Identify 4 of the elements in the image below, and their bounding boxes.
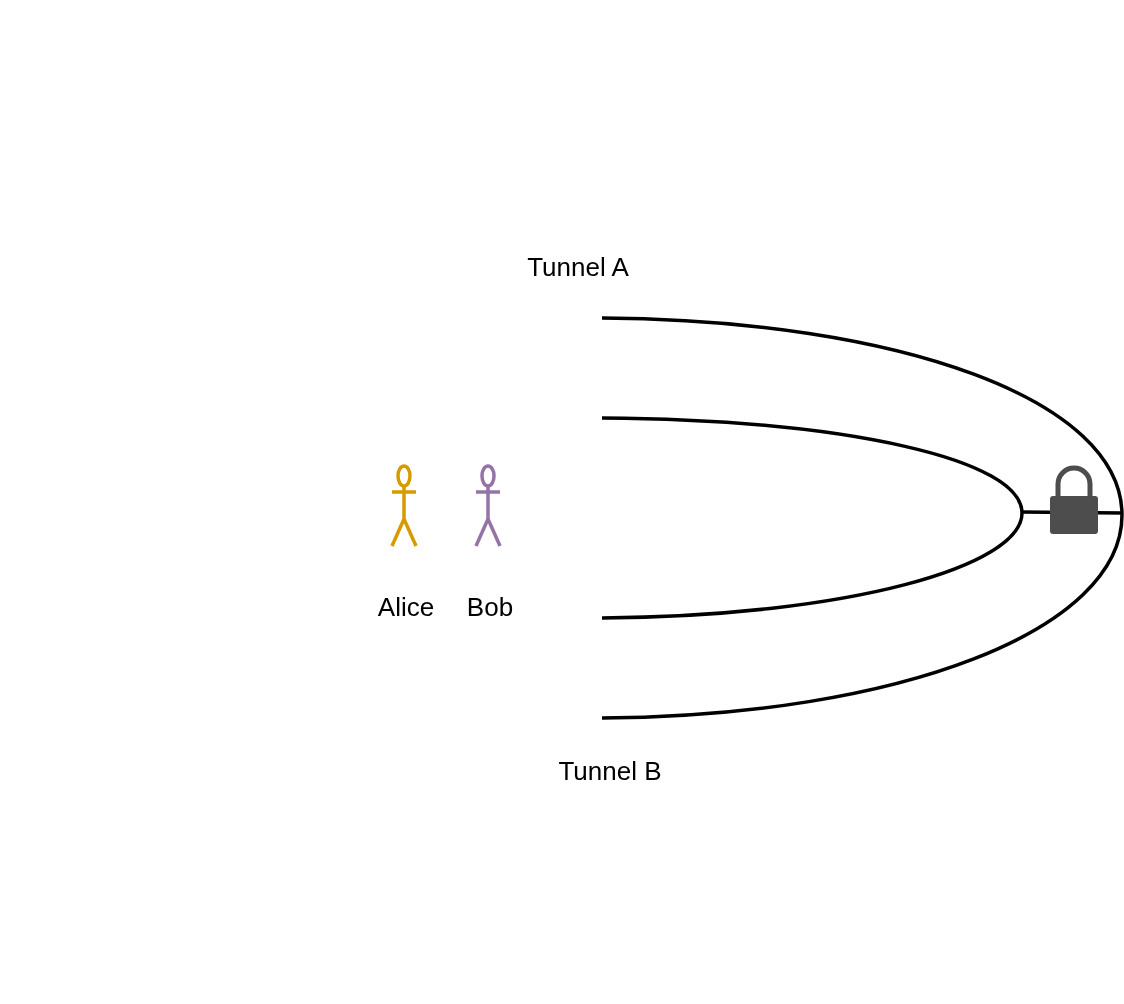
person-name: Alice [377,591,435,623]
tunnel-label: Tunnel B [558,755,662,787]
person-name: Bob [466,591,514,623]
tunnel-label: Tunnel A [527,251,629,283]
